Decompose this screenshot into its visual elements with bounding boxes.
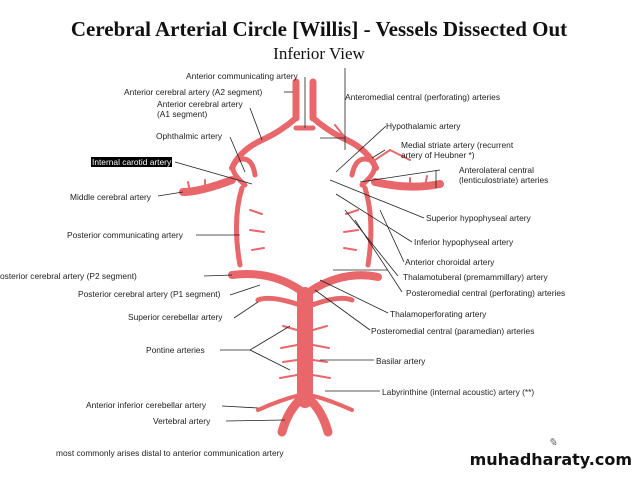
label-anterolateral-line1: Anterolateral central (459, 165, 534, 175)
label-internal-carotid-artery: Internal carotid artery (91, 157, 173, 167)
label-pca-p1: Posterior cerebral artery (P1 segment) (78, 289, 221, 299)
pca-right (308, 271, 382, 294)
label-medial-striate-line1: Medial striate artery (recurrent (401, 140, 514, 150)
sca-right (309, 295, 355, 308)
label-aica: Anterior inferior cerebellar artery (86, 400, 207, 410)
label-aca-a1-line1: Anterior cerebral artery (157, 99, 243, 109)
label-inferior-hypophyseal-artery: Inferior hypophyseal artery (414, 237, 514, 247)
footnote: most commonly arises distal to anterior … (56, 448, 284, 458)
vertebral-right (303, 393, 333, 437)
pcom-left (233, 185, 245, 268)
label-middle-cerebral-artery: Middle cerebral artery (70, 192, 151, 202)
label-posterior-communicating-artery: Posterior communicating artery (67, 230, 183, 240)
label-medial-striate-line2: artery of Heubner *) (401, 150, 475, 160)
label-superior-cerebellar-artery: Superior cerebellar artery (128, 312, 223, 322)
label-hypothalamic-artery: Hypothalamic artery (386, 121, 461, 131)
label-aca-a2: Anterior cerebral artery (A2 segment) (124, 87, 263, 97)
label-superior-hypophyseal-artery: Superior hypophyseal artery (426, 213, 531, 223)
pcom-right (362, 185, 374, 268)
label-anteromedial-central: Anteromedial central (perforating) arter… (345, 92, 501, 102)
label-pontine-arteries: Pontine arteries (146, 345, 205, 355)
aica-right (308, 393, 354, 412)
label-aca-a1-line2: (A1 segment) (157, 109, 208, 119)
label-vertebral-artery: Vertebral artery (153, 416, 211, 426)
sca-left (255, 295, 303, 308)
aica-left (256, 393, 302, 412)
mca-right (371, 178, 444, 191)
label-anterior-choroidal-artery: Anterior choroidal artery (405, 257, 495, 267)
ica-left (230, 156, 258, 188)
diagram-subtitle: Inferior View (273, 44, 365, 63)
label-posteromedial-paramedian: Posteromedial central (paramedian) arter… (371, 326, 535, 336)
label-ophthalmic-artery: Ophthalmic artery (156, 131, 223, 141)
label-pca-p2: osterior cerebral artery (P2 segment) (0, 271, 137, 281)
vertebral-left (277, 393, 307, 437)
signature-mark: ✎ (548, 437, 558, 449)
label-posteromedial-perforating: Posteromedial central (perforating) arte… (406, 288, 566, 298)
diagram-title: Cerebral Arterial Circle [Willis] - Vess… (70, 17, 568, 41)
label-anterior-communicating-artery: Anterior communicating artery (186, 71, 298, 81)
watermark: muhadharaty.com (469, 450, 632, 469)
label-anterolateral-line2: (lenticulostriate) arteries (459, 175, 549, 185)
label-basilar-artery: Basilar artery (376, 356, 426, 366)
ica-right (349, 156, 377, 188)
pca-left (228, 270, 304, 294)
label-thalamoperforating-artery: Thalamoperforating artery (390, 309, 487, 319)
mca-left (179, 176, 236, 196)
label-labyrinthine-artery: Labyrinthine (internal acoustic) artery … (382, 387, 535, 397)
label-thalamotuberal-artery: Thalamotuberal (premammillary) artery (403, 272, 548, 282)
